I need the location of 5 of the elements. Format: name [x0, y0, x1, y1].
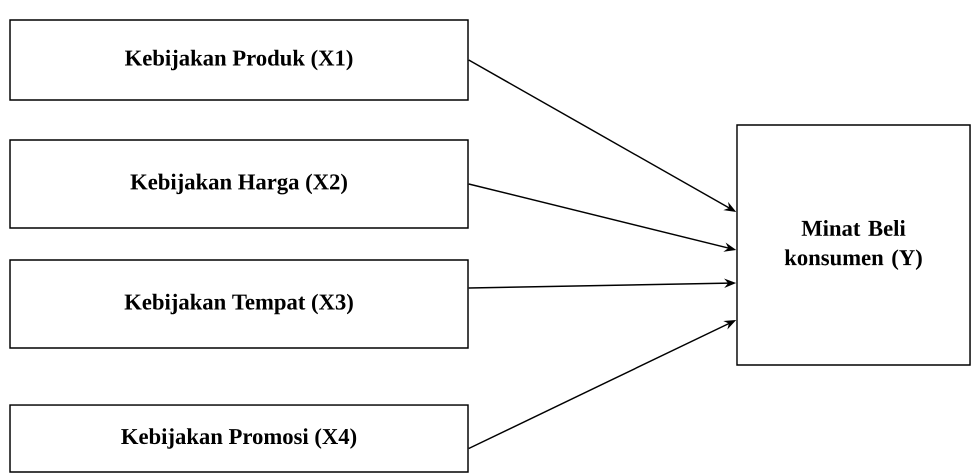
variable-box: Kebijakan Tempat (X3)	[9, 259, 469, 349]
variable-box: Kebijakan Promosi (X4)	[9, 404, 469, 473]
variable-box: Kebijakan Harga (X2)	[9, 139, 469, 229]
result-box: Minat Beli konsumen (Y)	[736, 124, 971, 366]
variable-box: Kebijakan Produk (X1)	[9, 19, 469, 101]
